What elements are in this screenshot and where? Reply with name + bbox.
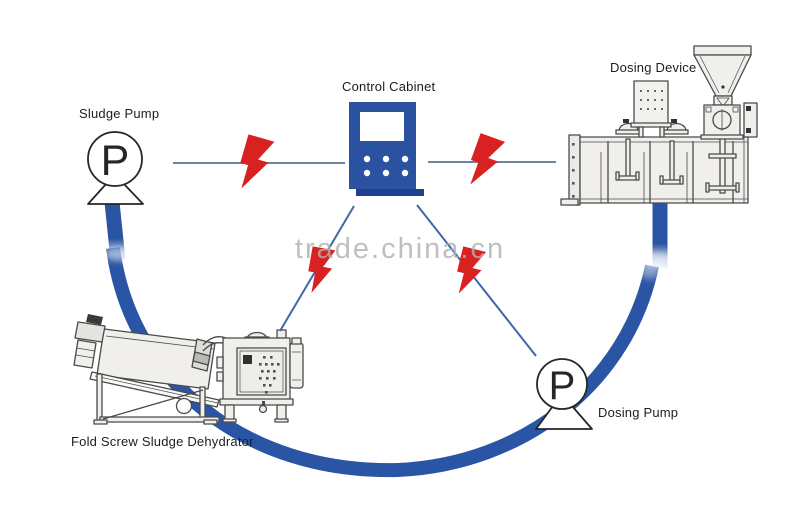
dehydrator-figure — [73, 314, 304, 425]
sludge-pump-label: Sludge Pump — [79, 106, 160, 121]
pump-symbol-letter: P — [549, 364, 576, 408]
signal-line-cabinet-to-dosing-pump — [416, 204, 537, 357]
lightning-bolt-icon — [304, 246, 336, 296]
dehydrator-control-dots — [259, 356, 280, 394]
dosing-device-figure — [560, 45, 758, 206]
dosing-box-dots — [640, 90, 663, 110]
flow-pipe-arc — [104, 201, 674, 478]
control-cabinet-label: Control Cabinet — [342, 79, 436, 94]
cabinet-base — [356, 189, 424, 196]
cabinet-buttons — [363, 155, 409, 177]
control-cabinet-icon — [349, 102, 424, 196]
dosing-device-label: Dosing Device — [610, 60, 697, 75]
sludge-pump-icon: P — [87, 131, 144, 205]
pump-symbol-letter: P — [101, 137, 130, 185]
dosing-pump-icon: P — [535, 358, 593, 430]
lightning-bolt-icon — [451, 246, 487, 298]
cabinet-screen — [360, 112, 404, 141]
dehydrator-label: Fold Screw Sludge Dehydrator — [71, 434, 254, 449]
tank-mixers — [615, 136, 740, 194]
dosing-pump-label: Dosing Pump — [598, 405, 679, 420]
